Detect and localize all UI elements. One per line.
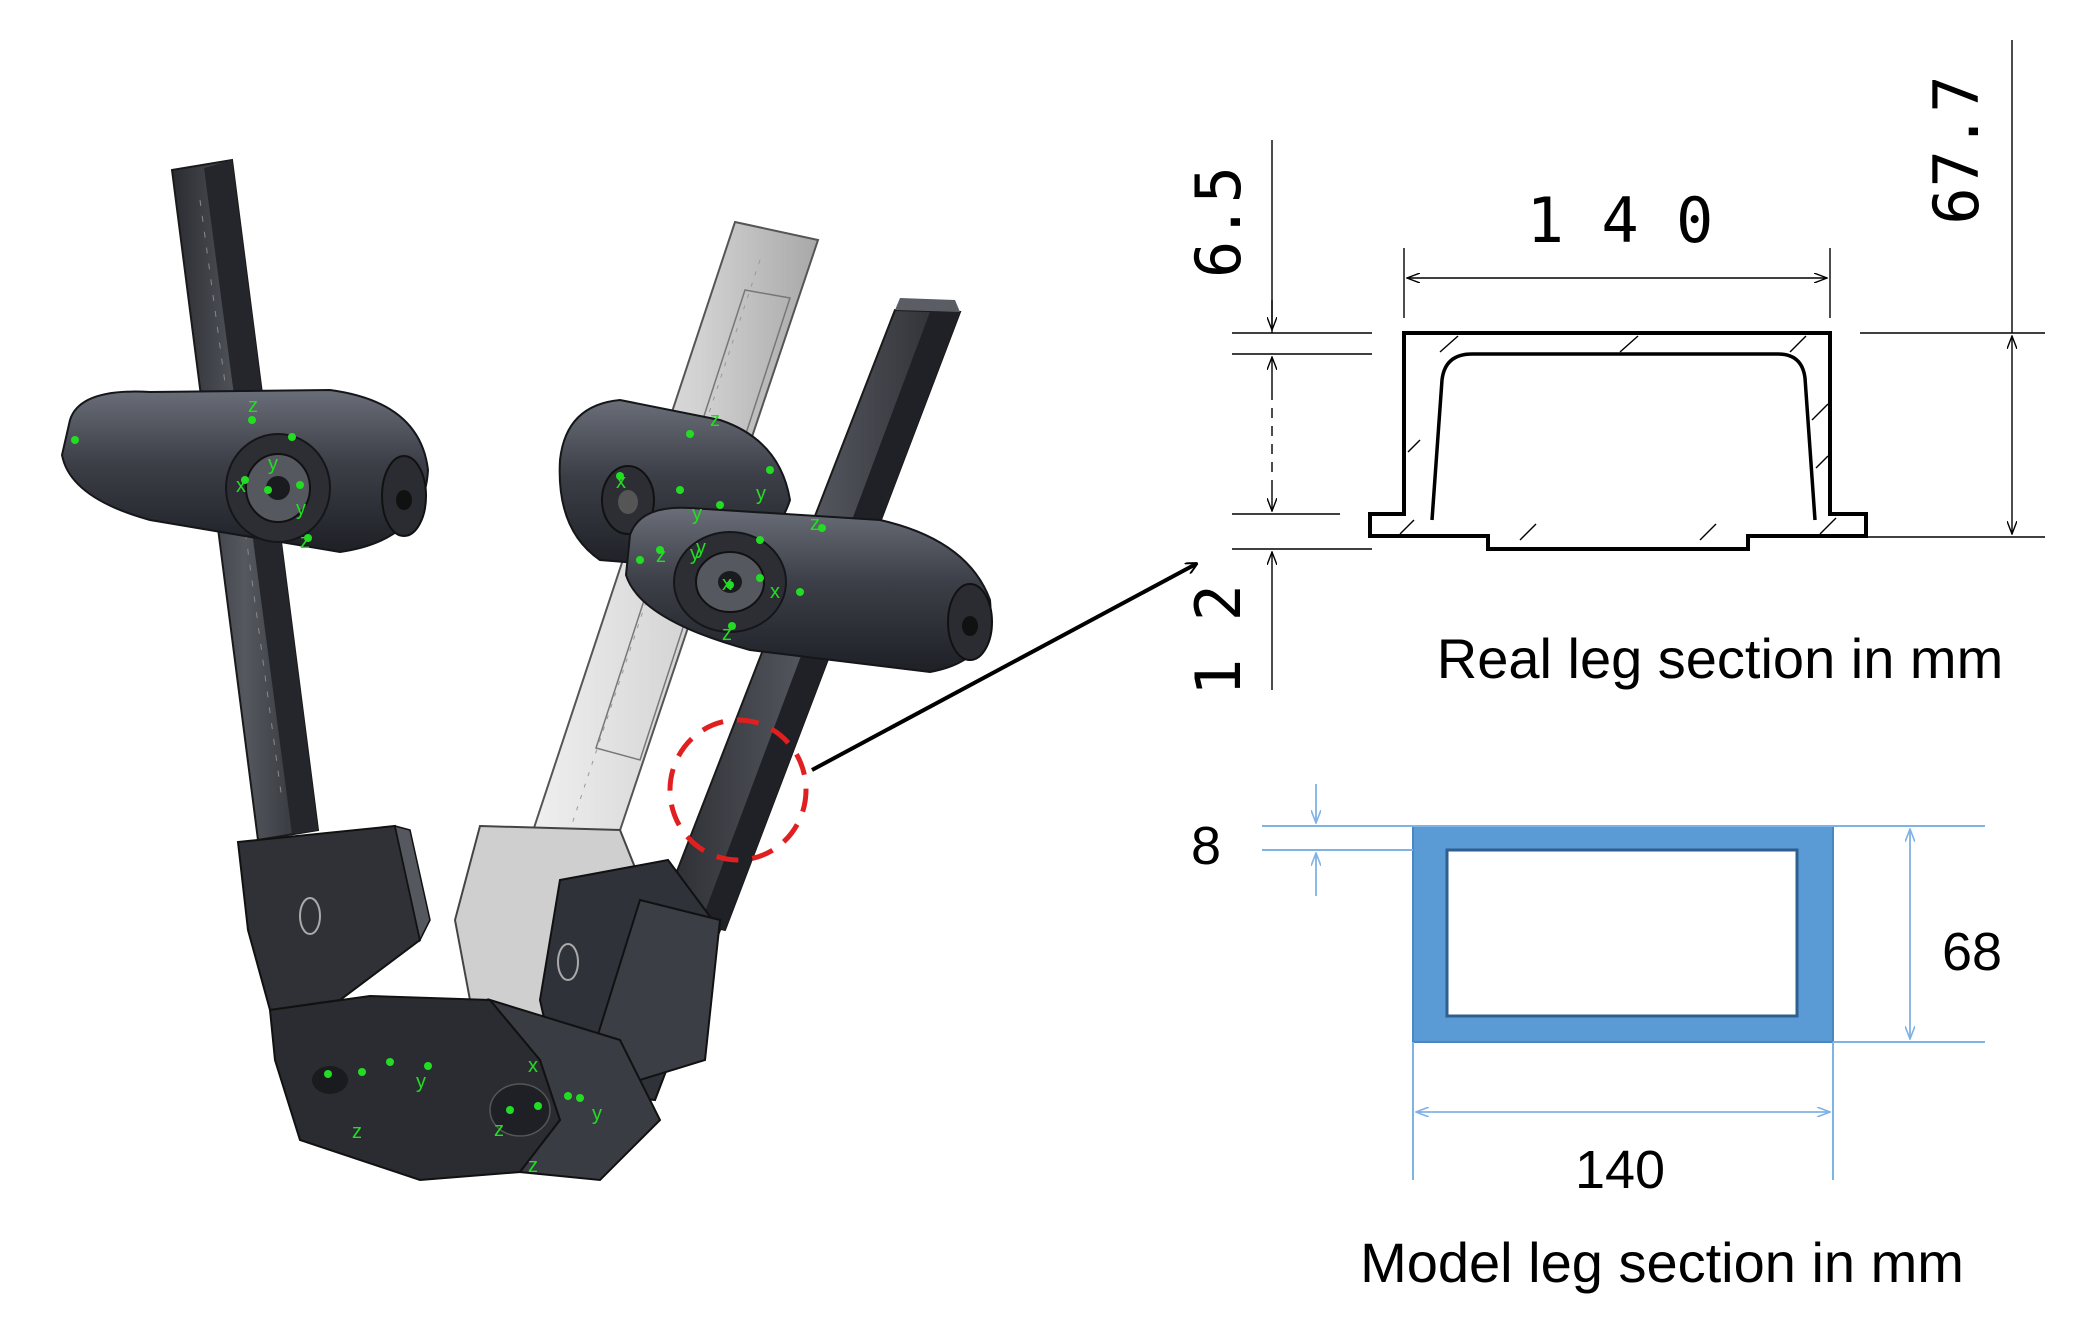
model-height-label: 68 bbox=[1942, 922, 2002, 982]
axis-label: x bbox=[722, 573, 732, 595]
axis-label: x bbox=[770, 581, 780, 603]
axis-label: y bbox=[690, 543, 700, 565]
real-bottom-thickness-label: 1 2 bbox=[1182, 584, 1255, 696]
axis-label: z bbox=[528, 1155, 538, 1177]
robot-model-illustration: z y x z y z x y z y z y x y z x z y z x … bbox=[60, 158, 993, 1182]
axis-label: y bbox=[592, 1103, 602, 1125]
real-width-label: 1 4 0 bbox=[1527, 184, 1714, 257]
real-height-label: 67.7 bbox=[1920, 75, 1993, 224]
real-leg-section-drawing: 1 4 0 67.7 6.5 1 2 Real leg section in m… bbox=[1182, 40, 2045, 696]
axis-label: z bbox=[810, 513, 820, 535]
model-leg-section-drawing: 8 68 140 Model leg section in mm bbox=[1191, 784, 2002, 1294]
model-section-cavity bbox=[1445, 848, 1799, 1018]
section-hatching bbox=[1399, 335, 1837, 541]
axis-label: z bbox=[248, 395, 258, 417]
model-width-label: 140 bbox=[1575, 1140, 1665, 1200]
axis-label: y bbox=[296, 498, 306, 520]
axis-label: y bbox=[756, 483, 766, 505]
model-section-caption: Model leg section in mm bbox=[1360, 1231, 1964, 1294]
real-section-cavity bbox=[1430, 352, 1817, 521]
real-top-thickness-label: 6.5 bbox=[1182, 166, 1255, 278]
pointer-arrow bbox=[811, 564, 1196, 772]
axis-labels: z y x z y z x y z y z y x y z x z y z x … bbox=[236, 395, 820, 1177]
axis-label: z bbox=[300, 531, 310, 553]
real-section-outline bbox=[1368, 331, 1868, 551]
left-motor-pod bbox=[60, 388, 430, 554]
axis-label: y bbox=[268, 453, 278, 475]
axis-label: y bbox=[692, 503, 702, 525]
axis-label: z bbox=[494, 1119, 504, 1141]
axis-label: z bbox=[722, 623, 732, 645]
model-thickness-label: 8 bbox=[1191, 816, 1221, 876]
axis-label: x bbox=[616, 471, 626, 493]
section-highlight-circle bbox=[667, 717, 809, 863]
axis-label: z bbox=[352, 1121, 362, 1143]
axis-label: z bbox=[710, 409, 720, 431]
axis-label: x bbox=[528, 1055, 538, 1077]
real-section-caption: Real leg section in mm bbox=[1437, 627, 2003, 690]
frame-markers bbox=[71, 416, 826, 1114]
axis-label: y bbox=[416, 1071, 426, 1093]
axis-label: x bbox=[236, 475, 246, 497]
base-assembly bbox=[236, 824, 722, 1182]
axis-label: z bbox=[656, 545, 666, 567]
axis-label: y bbox=[696, 537, 706, 559]
